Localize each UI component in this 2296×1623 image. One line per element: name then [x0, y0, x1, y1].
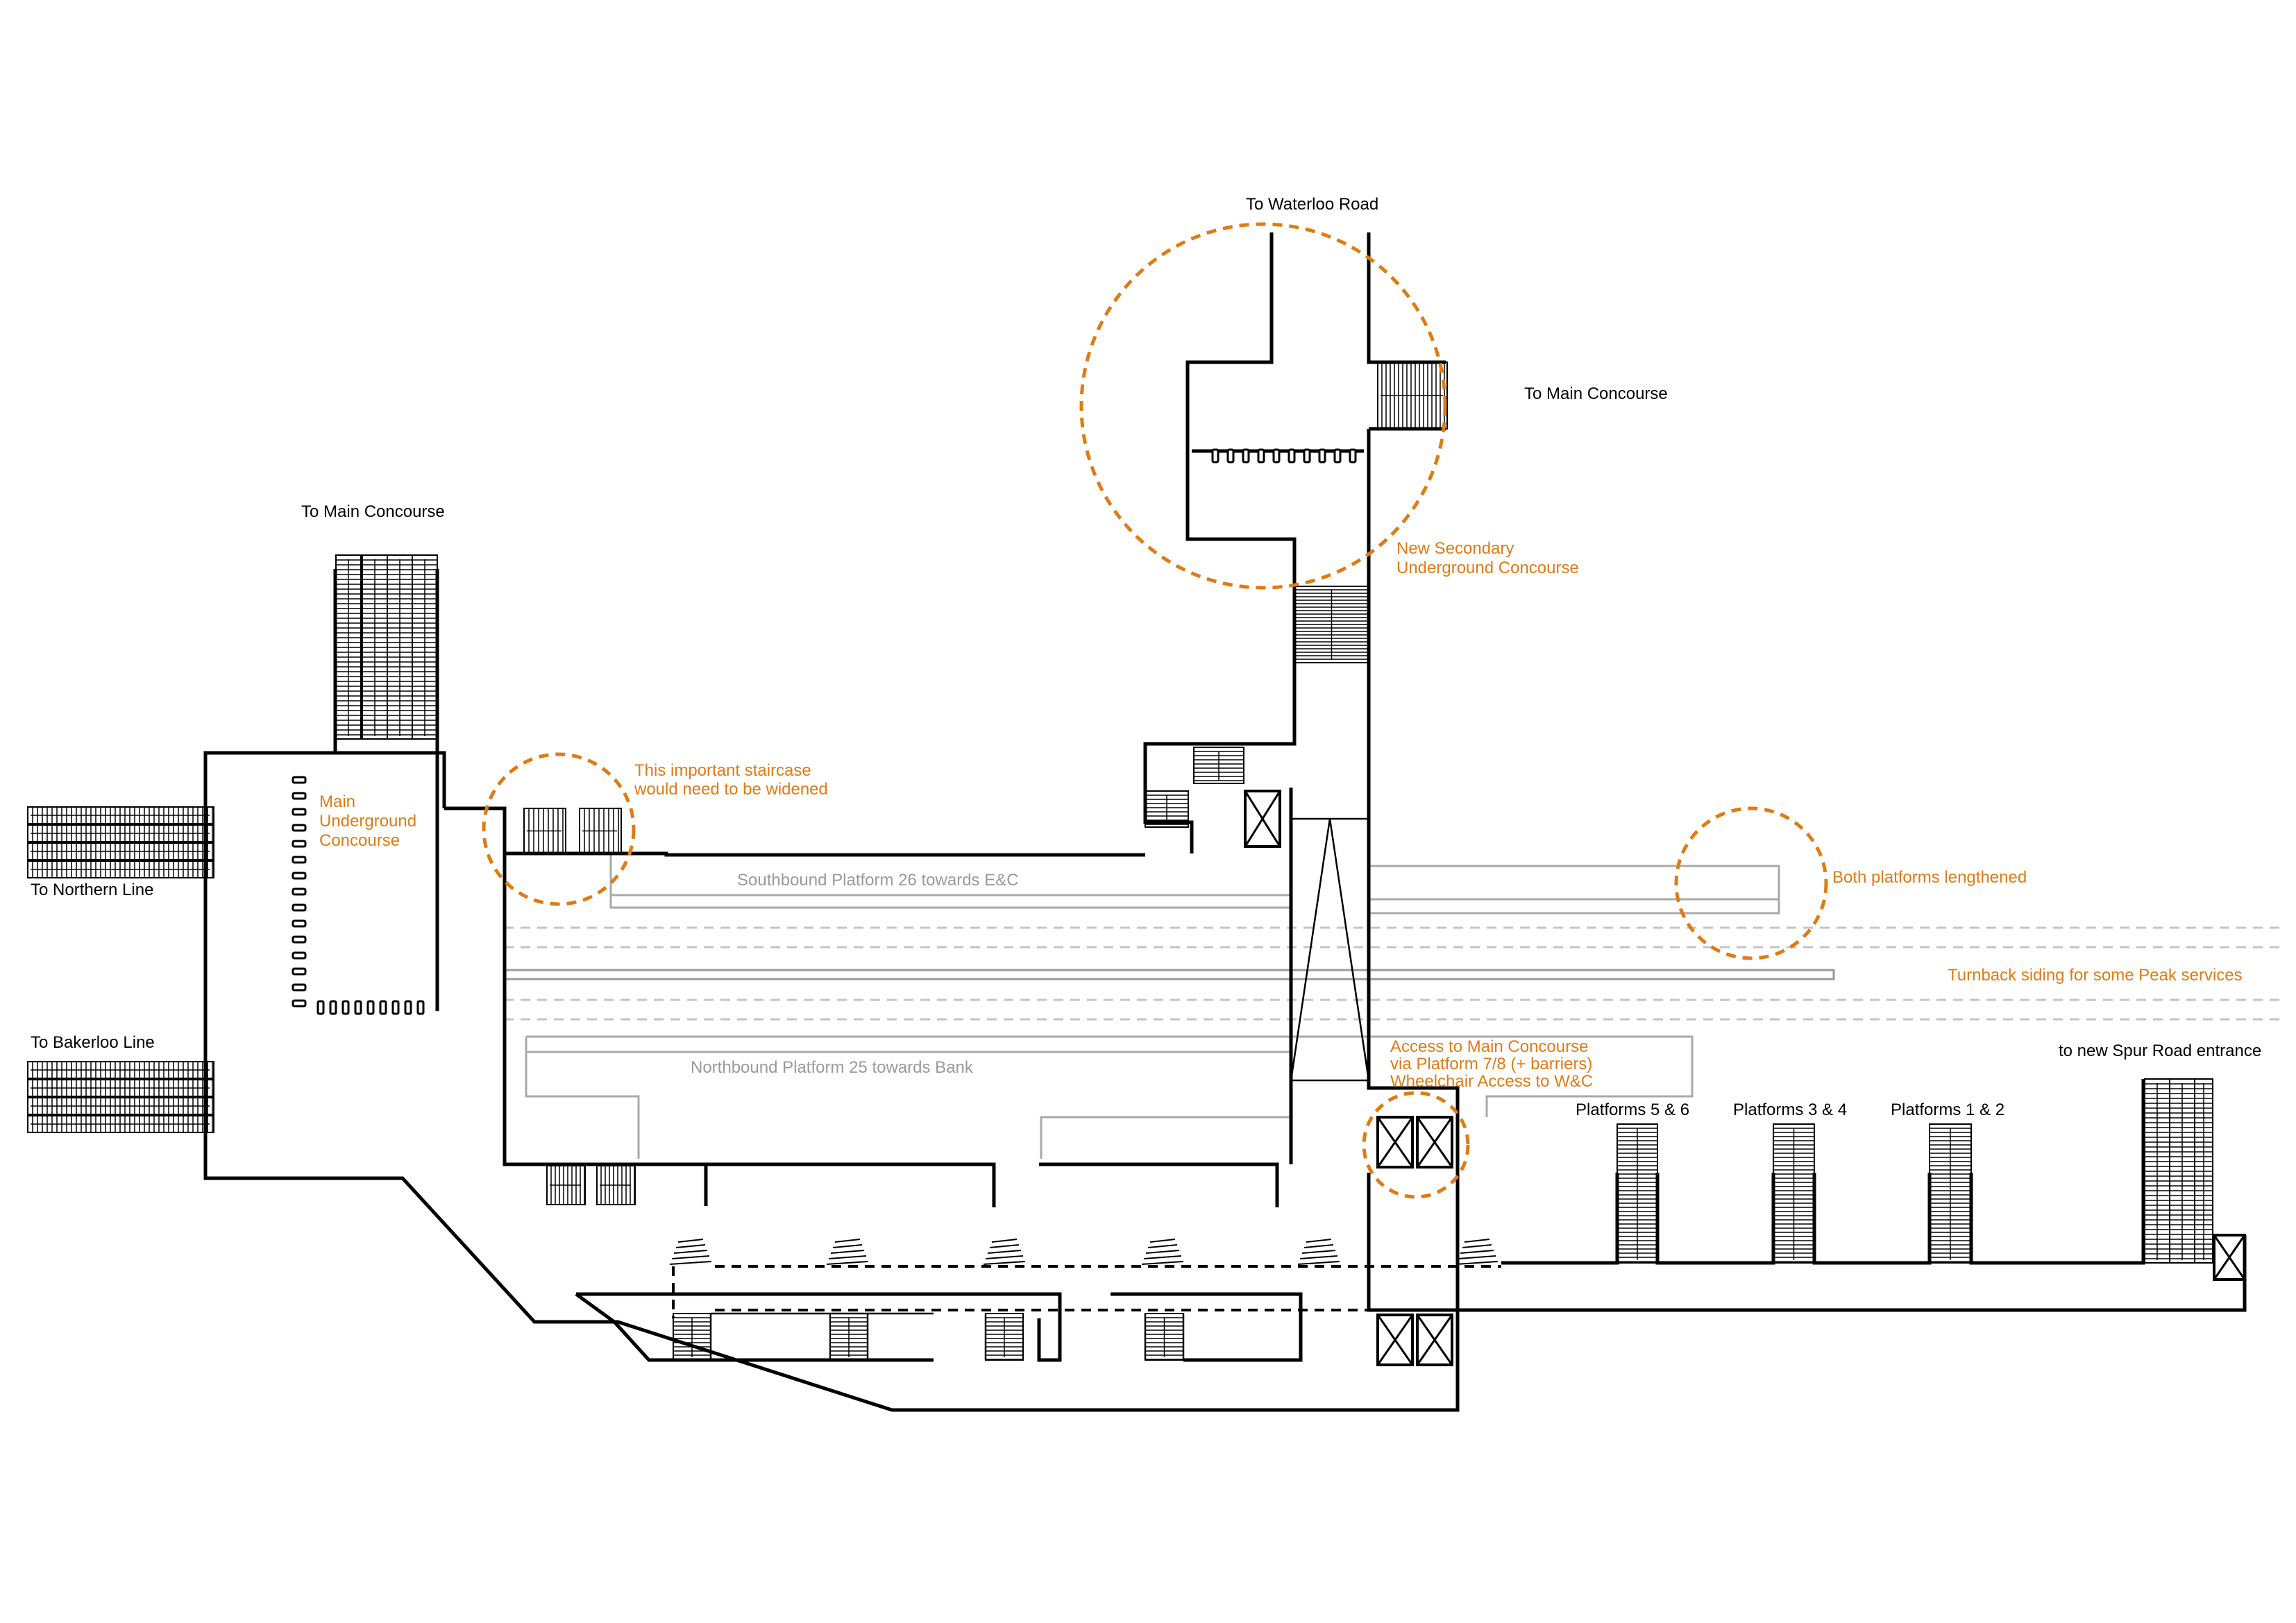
platforms-3-4-label: Platforms 3 & 4	[1733, 1101, 1847, 1119]
platforms-5-6-label: Platforms 5 & 6	[1576, 1101, 1689, 1119]
stair-icon	[27, 1097, 214, 1115]
access-circle	[1362, 1091, 1470, 1199]
lift-icon	[1244, 790, 1281, 848]
gateline	[292, 776, 307, 1008]
stair-icon	[27, 1079, 214, 1097]
turnback-note: Turnback siding for some Peak services	[1948, 966, 2243, 985]
gatelines-group	[292, 448, 1357, 1015]
lifts	[1244, 790, 2246, 1366]
secondary-concourse-note: New Secondary Underground Concourse	[1396, 539, 1579, 577]
stair-icon	[1145, 790, 1189, 828]
note-line: Main	[319, 792, 355, 811]
stair-icon	[335, 554, 362, 740]
stair-icon	[673, 1313, 711, 1361]
stair-icon	[579, 808, 622, 854]
stair-icon	[1617, 1123, 1658, 1264]
stair-icon	[523, 808, 566, 854]
access-note: Access to Main Concourse via Platform 7/…	[1390, 1037, 1597, 1091]
note-line: This important staircase	[634, 761, 811, 780]
secondary-concourse-circle	[1079, 222, 1447, 590]
stair-icon	[1193, 747, 1244, 784]
stair-icon	[387, 554, 413, 740]
lift-icon	[1416, 1314, 1453, 1366]
note-line: Concourse	[319, 831, 400, 850]
stair-icon	[27, 1115, 214, 1133]
platforms-1-2-label: Platforms 1 & 2	[1891, 1101, 2004, 1119]
stair-icon	[1773, 1123, 1815, 1264]
annotation-circles	[482, 222, 1828, 1199]
lift-icon	[1376, 1116, 1414, 1169]
gateline	[316, 1000, 425, 1015]
to-main-concourse-label: To Main Concourse	[1524, 384, 1668, 403]
staircase-note: This important staircase would need to b…	[634, 761, 828, 799]
note-line: Access to Main Concourse	[1390, 1037, 1588, 1056]
stair-icon	[829, 1313, 868, 1361]
stair-icon	[2169, 1078, 2195, 1264]
note-line: Wheelchair Access to W&C	[1390, 1072, 1593, 1091]
stair-icon	[412, 554, 438, 740]
stair-icon	[2194, 1078, 2213, 1264]
gateline	[1211, 448, 1357, 464]
structure-walls	[203, 232, 2247, 1412]
lift-icon	[2213, 1234, 2246, 1281]
platform-edges	[525, 853, 1780, 1159]
to-spur-road-label: to new Spur Road entrance	[2059, 1042, 2261, 1060]
stair-icon	[1377, 362, 1448, 430]
stairs-group	[27, 362, 2213, 1361]
lift-icon	[1416, 1116, 1453, 1169]
note-line: would need to be widened	[634, 780, 828, 799]
stair-icon	[362, 554, 388, 740]
stair-icon	[546, 1165, 586, 1205]
to-main-concourse-label: To Main Concourse	[301, 502, 445, 521]
to-waterloo-road-label: To Waterloo Road	[1246, 195, 1378, 214]
lengthened-note: Both platforms lengthened	[1832, 868, 2027, 887]
stair-icon	[1929, 1123, 1972, 1264]
southbound-platform-label: Southbound Platform 26 towards E&C	[737, 871, 1019, 890]
stair-icon	[1141, 1239, 1184, 1265]
stair-icon	[2144, 1078, 2170, 1264]
stair-icon	[596, 1165, 636, 1205]
stair-icon	[1455, 1239, 1499, 1265]
stair-icon	[985, 1313, 1024, 1361]
central-lightwell	[1290, 817, 1370, 1082]
note-line: New Secondary	[1396, 539, 1514, 558]
note-line: Underground Concourse	[1396, 559, 1579, 577]
note-line: via Platform 7/8 (+ barriers)	[1390, 1055, 1592, 1073]
track-lines	[504, 926, 2284, 1021]
stair-icon	[27, 860, 214, 878]
stair-icon	[1145, 1313, 1184, 1361]
note-line: Underground	[319, 812, 416, 831]
lift-icon	[1376, 1314, 1414, 1366]
stair-icon	[669, 1239, 712, 1265]
stair-icon	[27, 842, 214, 860]
to-bakerloo-line-label: To Bakerloo Line	[31, 1033, 155, 1052]
stair-icon	[983, 1239, 1026, 1265]
northbound-platform-label: Northbound Platform 25 towards Bank	[691, 1058, 974, 1077]
staircase-circle	[482, 752, 636, 906]
stair-icon	[27, 806, 214, 824]
turnback-siding	[504, 969, 1835, 980]
stair-icon	[1297, 1239, 1340, 1265]
to-northern-line-label: To Northern Line	[31, 881, 153, 899]
stair-icon	[27, 1061, 214, 1079]
stair-icon	[27, 824, 214, 842]
stair-icon	[826, 1239, 869, 1265]
main-concourse-note: Main Underground Concourse	[319, 792, 421, 850]
lengthened-circle	[1674, 806, 1828, 960]
stair-icon	[1294, 586, 1369, 663]
